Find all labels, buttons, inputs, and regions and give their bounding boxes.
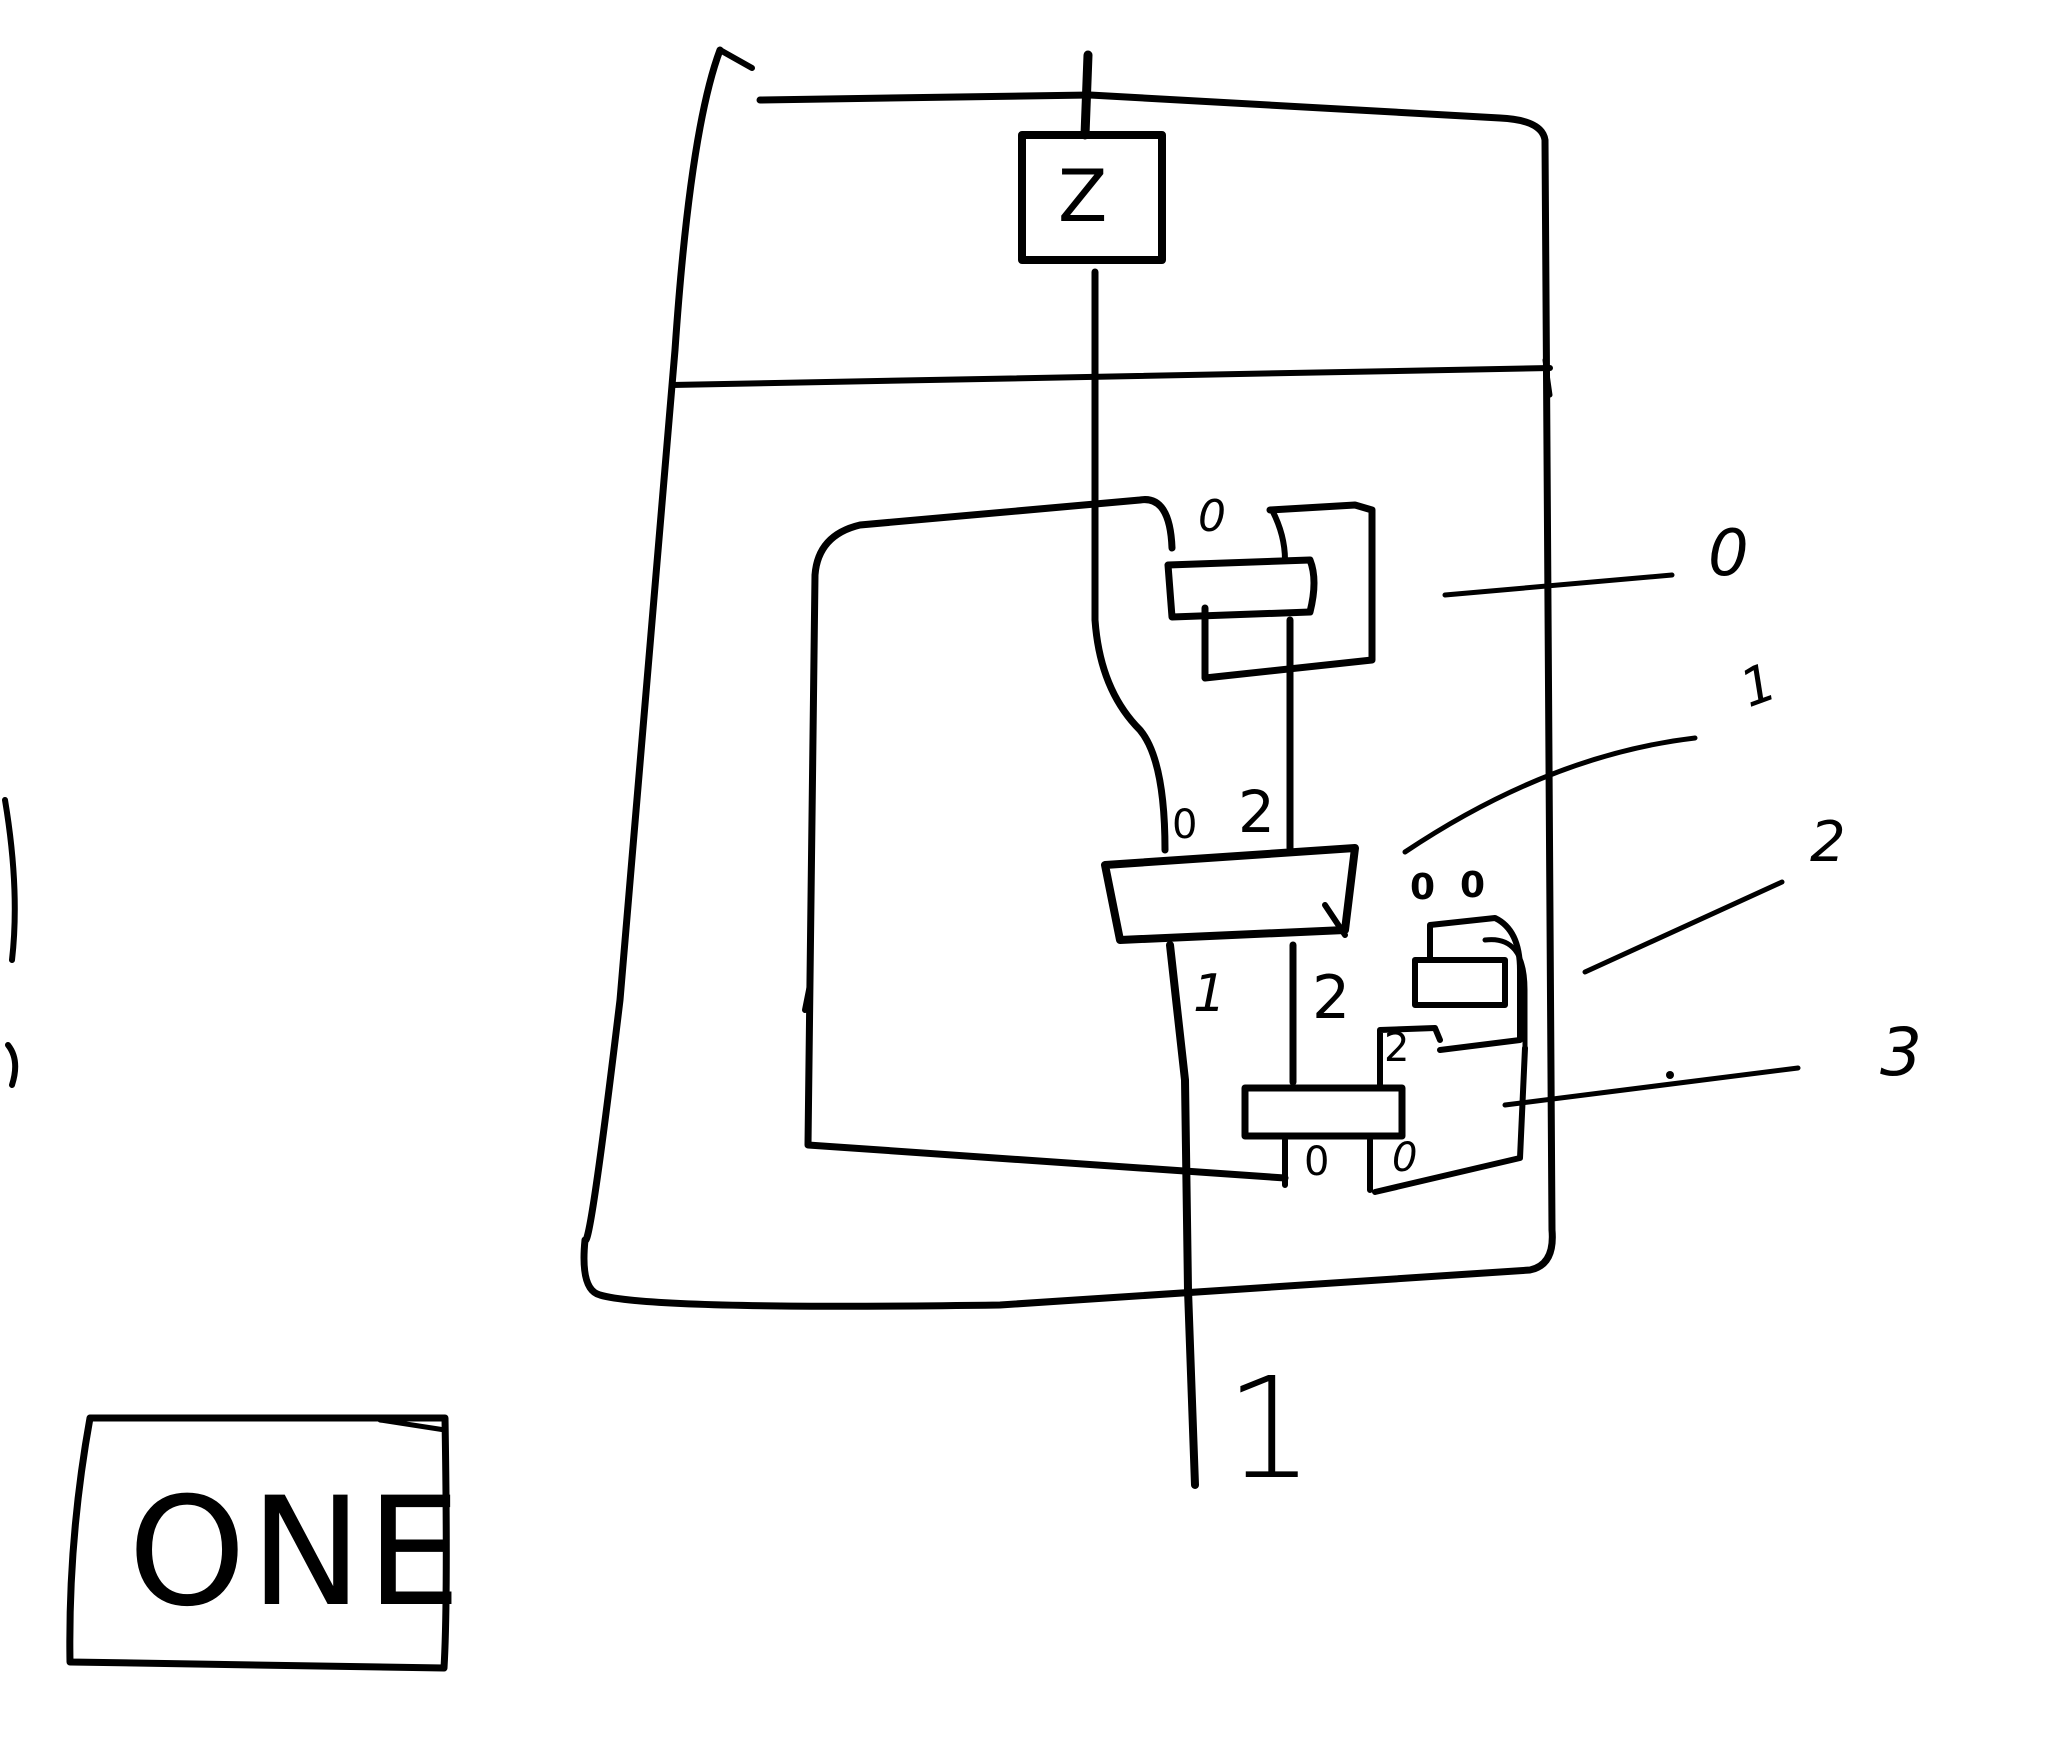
tag-box bbox=[66, 1414, 450, 1672]
outer-frame bbox=[580, 46, 1556, 1310]
middle-box-right-port: 2 bbox=[1238, 778, 1275, 846]
callout-label-0: 0 bbox=[1708, 517, 1749, 591]
callout-line-0 bbox=[1442, 572, 1675, 598]
lower-side-label: 2 bbox=[1384, 1025, 1410, 1071]
callout-line-3 bbox=[1502, 1065, 1801, 1108]
bottom-box bbox=[1241, 1084, 1406, 1140]
middle-box-notch bbox=[1322, 902, 1348, 938]
small-box-port-left: 0 bbox=[1410, 867, 1436, 908]
feedback-loop-nick bbox=[802, 982, 813, 1013]
middle-box-left-port: 0 bbox=[1172, 802, 1198, 848]
small-box bbox=[1412, 957, 1508, 1008]
z-box-label: Z bbox=[1058, 154, 1108, 238]
bottom-box-left-port: 0 bbox=[1304, 1139, 1330, 1185]
lower-right-label: 2 bbox=[1312, 963, 1351, 1033]
top-box-bracket bbox=[1201, 501, 1376, 682]
bottom-small-connector bbox=[1377, 1025, 1443, 1088]
callout-label-3: 3 bbox=[1880, 1014, 1922, 1091]
middle-box bbox=[1101, 844, 1359, 944]
lower-right-frame bbox=[1372, 1045, 1528, 1195]
tag-label: ONE bbox=[128, 1466, 466, 1640]
z-output-wire bbox=[1091, 268, 1169, 854]
small-box-frame bbox=[1427, 915, 1523, 1053]
input-wire bbox=[1080, 50, 1093, 140]
top-band-divider bbox=[669, 365, 1553, 388]
top-box-notch bbox=[1269, 507, 1288, 563]
z-box bbox=[1018, 131, 1166, 264]
callout-line-2 bbox=[1582, 879, 1785, 975]
output-label: 1 bbox=[1225, 1348, 1315, 1511]
stray-dot bbox=[1666, 1071, 1674, 1079]
bottom-box-legs bbox=[1282, 1137, 1373, 1193]
top-band-tick bbox=[1542, 357, 1553, 398]
top-box-port-label: 0 bbox=[1198, 491, 1226, 542]
bottom-box-right-port: 0 bbox=[1392, 1135, 1418, 1181]
feedback-loop bbox=[804, 496, 1289, 1182]
small-box-port-right: 0 bbox=[1460, 865, 1486, 906]
top-box bbox=[1164, 556, 1318, 621]
callout-line-1 bbox=[1402, 735, 1698, 855]
callout-label-2: 2 bbox=[1810, 810, 1846, 875]
outer-frame-tick bbox=[717, 47, 755, 71]
lower-left-label: 1 bbox=[1193, 964, 1227, 1024]
output-wire bbox=[1166, 941, 1199, 1489]
tag-box-top-tick bbox=[377, 1417, 448, 1433]
scan-edge-mark bbox=[2, 797, 19, 1088]
small-box-wire bbox=[1482, 937, 1528, 1051]
